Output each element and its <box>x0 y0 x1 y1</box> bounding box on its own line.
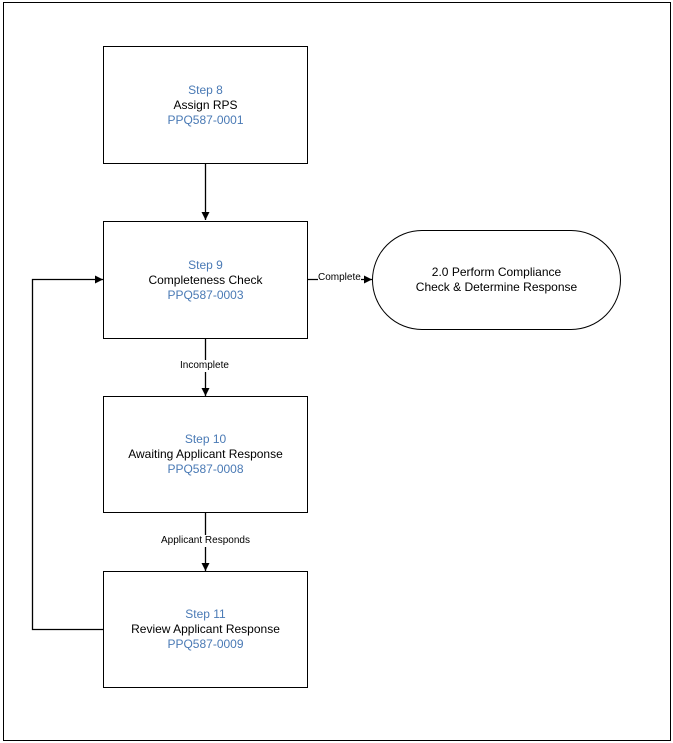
step11-box[interactable]: Step 11 Review Applicant Response PPQ587… <box>103 571 308 688</box>
step10-title: Awaiting Applicant Response <box>128 447 283 461</box>
step8-number: Step 8 <box>188 82 223 97</box>
step9-box[interactable]: Step 9 Completeness Check PPQ587-0003 <box>103 221 308 339</box>
step8-code: PPQ587-0001 <box>167 112 244 127</box>
step11-code: PPQ587-0009 <box>167 637 244 651</box>
step11-number: Step 11 <box>185 607 226 621</box>
step9-title: Completeness Check <box>148 272 263 287</box>
edge-label-applicant-responds: Applicant Responds <box>161 535 250 547</box>
page-frame <box>3 2 671 741</box>
edge-label-complete: Complete <box>318 272 361 284</box>
step8-title: Assign RPS <box>173 97 238 112</box>
step10-code: PPQ587-0008 <box>167 462 244 476</box>
terminator-line2: Check & Determine Response <box>415 280 578 294</box>
step10-box[interactable]: Step 10 Awaiting Applicant Response PPQ5… <box>103 396 308 513</box>
step9-number: Step 9 <box>188 257 223 272</box>
step9-code: PPQ587-0003 <box>167 287 244 302</box>
step10-number: Step 10 <box>184 432 227 446</box>
edge-label-incomplete: Incomplete <box>180 360 229 372</box>
step8-box[interactable]: Step 8 Assign RPS PPQ587-0001 <box>103 46 308 164</box>
terminator-compliance-check[interactable]: 2.0 Perform Compliance Check & Determine… <box>372 230 621 330</box>
terminator-line1: 2.0 Perform Compliance <box>431 265 562 279</box>
step11-title: Review Applicant Response <box>131 622 280 636</box>
connector-step11-step9-loop <box>31 275 103 631</box>
